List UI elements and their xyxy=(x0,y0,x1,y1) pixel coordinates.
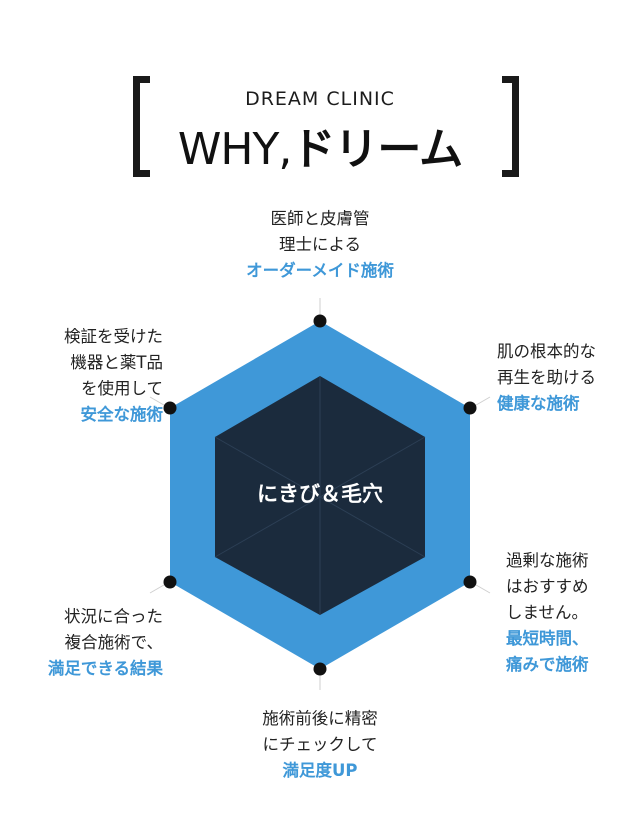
inner-spoke-diagonal-b xyxy=(214,436,426,558)
dot-bottom xyxy=(313,662,327,676)
dot-top xyxy=(313,314,327,328)
point-line: 複合施術で、 xyxy=(64,633,163,652)
point-line: はおすすめ xyxy=(506,577,589,596)
point-highlight: 痛みで施術 xyxy=(506,655,589,674)
point-line: 肌の根本的な xyxy=(497,342,596,361)
left-bracket xyxy=(133,76,150,177)
point-top: 医師と皮膚管 理士による オーダーメイド施術 xyxy=(220,206,420,284)
point-highlight: 最短時間、 xyxy=(506,629,589,648)
point-bottom: 施術前後に精密 にチェックして 満足度UP xyxy=(220,706,420,784)
point-line: 施術前後に精密 xyxy=(262,709,378,728)
point-lower-left: 状況に合った 複合施術で、 満足できる結果 xyxy=(10,604,163,682)
point-lower-right: 過剰な施術 はおすすめ しません。 最短時間、 痛みで施術 xyxy=(506,548,636,678)
point-line: しません。 xyxy=(506,603,589,622)
point-line: にチェックして xyxy=(262,735,378,754)
inner-spokes xyxy=(214,376,426,615)
title-dream: ドリーム xyxy=(291,124,463,175)
header-title: WHY,ドリーム xyxy=(0,113,640,177)
title-why: WHY, xyxy=(177,124,292,175)
point-upper-right: 肌の根本的な 再生を助ける 健康な施術 xyxy=(497,339,637,417)
point-line: 検証を受けた xyxy=(64,327,163,346)
point-highlight: 満足できる結果 xyxy=(47,659,163,678)
header-subtitle: DREAM CLINIC xyxy=(245,88,395,110)
point-line: 状況に合った xyxy=(64,607,163,626)
point-line: 理士による xyxy=(278,235,361,254)
point-highlight: 満足度UP xyxy=(282,761,358,780)
dot-lower-right xyxy=(463,575,477,589)
point-highlight: オーダーメイド施術 xyxy=(246,261,394,280)
point-line: 過剰な施術 xyxy=(506,551,589,570)
point-line: を使用して xyxy=(80,379,163,398)
point-line: 再生を助ける xyxy=(497,368,596,387)
dot-upper-right xyxy=(463,401,477,415)
point-highlight: 健康な施術 xyxy=(497,394,580,413)
point-upper-left: 検証を受けた 機器と薬T品 を使用して 安全な施術 xyxy=(10,324,163,428)
point-line: 機器と薬T品 xyxy=(70,353,163,372)
center-label: にきび＆毛穴 xyxy=(257,482,383,506)
point-line: 医師と皮膚管 xyxy=(270,209,370,228)
dot-upper-left xyxy=(163,401,177,415)
dot-lower-left xyxy=(163,575,177,589)
right-bracket xyxy=(502,76,519,177)
vertex-dots xyxy=(163,314,477,676)
point-highlight: 安全な施術 xyxy=(80,405,164,424)
